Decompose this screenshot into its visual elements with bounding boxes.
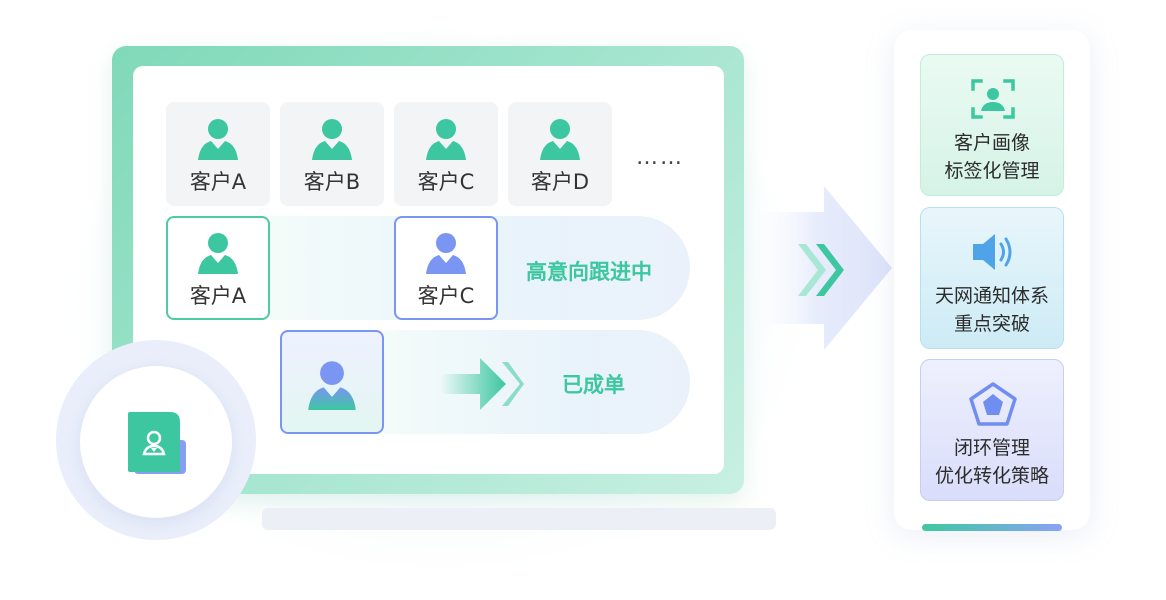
- customer-label: 客户C: [417, 170, 475, 194]
- closed-customer-card[interactable]: [280, 330, 384, 434]
- feature-card-profile[interactable]: 客户画像 标签化管理: [920, 54, 1064, 196]
- customer-label: 客户B: [303, 170, 361, 194]
- customer-card-c[interactable]: 客户C: [394, 102, 498, 206]
- customer-label: 客户C: [417, 284, 475, 308]
- feature-card-notify[interactable]: 天网通知体系 重点突破: [920, 207, 1064, 349]
- feature-text: 天网通知体系 重点突破: [921, 282, 1063, 338]
- feature-line2: 标签化管理: [944, 160, 1040, 182]
- feature-line2: 重点突破: [953, 313, 1030, 335]
- customer-card-b[interactable]: 客户B: [280, 102, 384, 206]
- arrow-right-icon: [440, 358, 524, 410]
- panel-accent-bar: [922, 524, 1062, 531]
- closed-deal-row: [384, 330, 690, 434]
- user-icon: [312, 119, 352, 160]
- more-indicator: ……: [636, 145, 684, 170]
- feature-text: 闭环管理 优化转化策略: [921, 434, 1063, 490]
- user-icon: [540, 119, 580, 160]
- user-icon: [426, 233, 466, 274]
- selected-customer-a[interactable]: 客户A: [166, 216, 270, 320]
- selected-customer-c[interactable]: 客户C: [394, 216, 498, 320]
- feature-line1: 客户画像: [953, 132, 1030, 154]
- speaker-icon: [973, 234, 1012, 270]
- customer-label: 客户A: [189, 284, 247, 308]
- customer-label: 客户D: [530, 170, 590, 194]
- customer-label: 客户A: [189, 170, 247, 194]
- feature-line1: 闭环管理: [953, 437, 1030, 459]
- feature-card-closed-loop[interactable]: 闭环管理 优化转化策略: [920, 359, 1064, 501]
- feature-line2: 优化转化策略: [934, 465, 1049, 487]
- feature-text: 客户画像 标签化管理: [921, 129, 1063, 185]
- pentagon-icon: [969, 382, 1017, 426]
- user-icon: [426, 119, 466, 160]
- closed-deal-status: 已成单: [562, 373, 625, 397]
- feature-line1: 天网通知体系: [934, 285, 1049, 307]
- flow-arrow-band: [744, 186, 892, 350]
- double-chevron-icon: [798, 244, 844, 296]
- face-scan-icon: [971, 79, 1015, 119]
- laptop-base: [262, 508, 776, 530]
- high-intent-status: 高意向跟进中: [526, 260, 652, 284]
- user-icon: [198, 119, 238, 160]
- contact-card-icon: [128, 412, 186, 474]
- user-icon: [308, 361, 356, 410]
- customer-card-a[interactable]: 客户A: [166, 102, 270, 206]
- user-icon: [198, 233, 238, 274]
- customer-card-d[interactable]: 客户D: [508, 102, 612, 206]
